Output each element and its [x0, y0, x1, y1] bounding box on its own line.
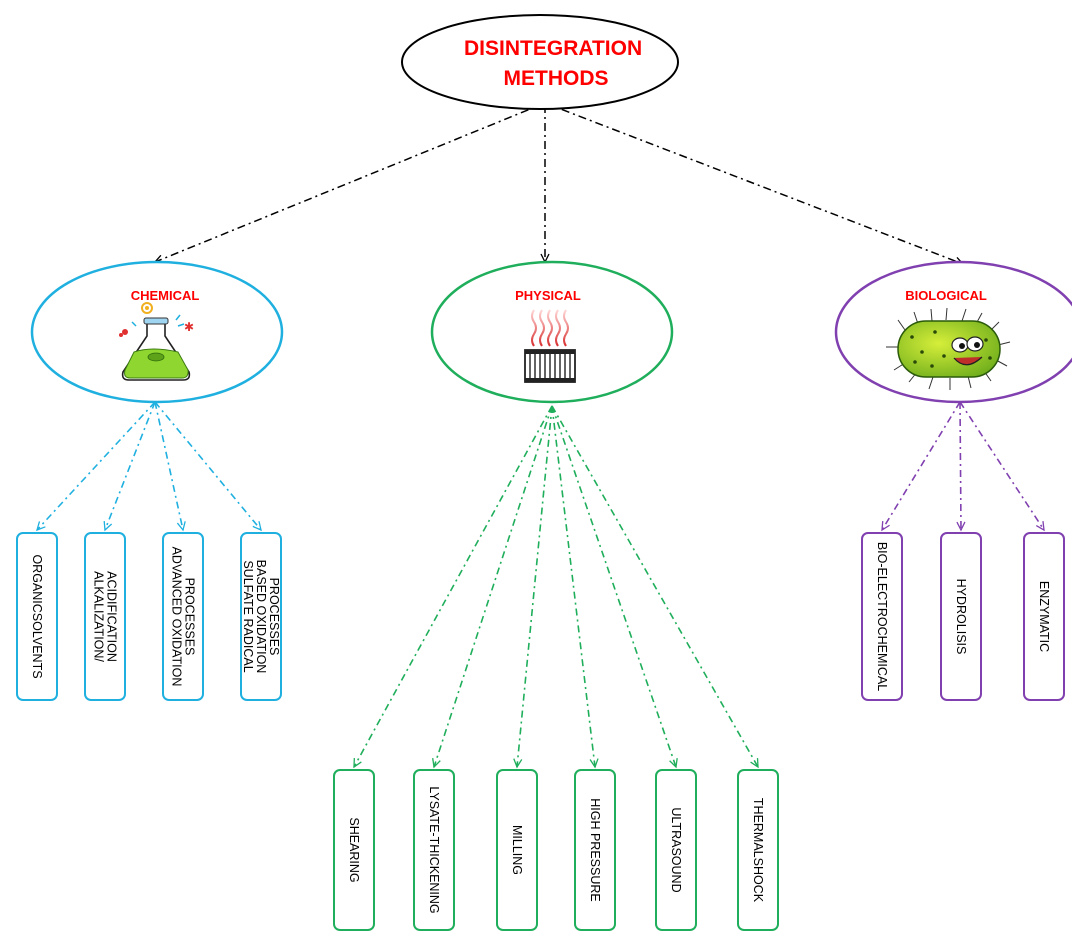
root-title: DISINTEGRATION METHODS: [464, 37, 648, 90]
physical-method-box: THERMALSHOCK: [737, 769, 779, 931]
biological-method-frame: [861, 532, 903, 701]
connector-root-chemical: [153, 102, 546, 264]
physical-method-frame: [574, 769, 616, 931]
connector-physical-leaf-3: [513, 405, 553, 769]
physical-method-frame: [333, 769, 375, 931]
chemical-method-label-line: ACIDIFICATION: [105, 571, 119, 662]
biological-method-label: ENZYMATIC: [1037, 581, 1051, 652]
flask-icon: ✱: [119, 302, 194, 381]
heater-icon: [524, 309, 576, 383]
biological-method-box: HYDROLISIS: [940, 532, 982, 701]
connector-biological-leaf-1: [881, 401, 961, 532]
physical-method-label-line: HIGH PRESSURE: [588, 798, 602, 902]
connector-physical-leaf-1: [353, 405, 553, 769]
chemical-method-frame: [162, 532, 204, 701]
physical-method-frame: [737, 769, 779, 931]
root-node: DISINTEGRATION METHODS: [401, 14, 679, 110]
physical-method-label-line: SHEARING: [347, 817, 361, 882]
physical-method-box: LYSATE-THICKENING: [413, 769, 455, 931]
physical-method-label: MILLING: [510, 825, 524, 875]
physical-method-label-line: THERMALSHOCK: [751, 798, 765, 903]
physical-method-box: HIGH PRESSURE: [574, 769, 616, 931]
physical-method-label-line: LYSATE-THICKENING: [427, 786, 441, 913]
chemical-method-label-line: ORGANICSOLVENTS: [30, 554, 44, 678]
chemical-method-box: SULFATE RADICALBASED OXIDATIONPROCESSES: [240, 532, 282, 701]
category-chemical: CHEMICAL ✱: [30, 260, 284, 404]
connector-chemical-leaf-2: [103, 401, 156, 532]
leaf-connectors: [36, 401, 1045, 769]
physical-method-frame: [496, 769, 538, 931]
connector-physical-leaf-6: [551, 405, 759, 769]
chemical-method-box: ALKALIZATION/ACIDIFICATION: [84, 532, 126, 701]
chemical-method-label: ALKALIZATION/ACIDIFICATION: [92, 571, 119, 662]
connector-chemical-leaf-1: [36, 401, 156, 532]
biological-method-label-line: ENZYMATIC: [1037, 581, 1051, 652]
connector-biological-leaf-3: [959, 401, 1045, 532]
biological-method-label-line: HYDROLISIS: [954, 579, 968, 655]
chemical-method-label: ADVANCED OXIDATIONPROCESSES: [170, 547, 197, 687]
physical-label: PHYSICAL: [515, 288, 581, 303]
physical-method-label: THERMALSHOCK: [751, 798, 765, 903]
chemical-method-label-line: PROCESSES: [183, 578, 197, 656]
connector-physical-leaf-5: [551, 405, 678, 769]
physical-method-box: SHEARING: [333, 769, 375, 931]
physical-method-label: LYSATE-THICKENING: [427, 786, 441, 913]
leaf-boxes: ORGANICSOLVENTS ALKALIZATION/ACIDIFICATIO…: [16, 532, 1065, 931]
root-title-line-2: METHODS: [504, 67, 609, 90]
biological-method-frame: [1023, 532, 1065, 701]
root-ellipse: [401, 14, 679, 110]
chemical-method-box: ADVANCED OXIDATIONPROCESSES: [162, 532, 204, 701]
biological-method-label: BIO-ELECTROCHEMICAL: [875, 542, 889, 691]
chemical-method-label-line: ADVANCED OXIDATION: [170, 547, 184, 687]
physical-method-label: HIGH PRESSURE: [588, 798, 602, 902]
connector-physical-leaf-4: [551, 405, 599, 769]
connector-chemical-leaf-3: [154, 401, 186, 532]
bacterium-icon: [886, 307, 1011, 390]
physical-method-label: SHEARING: [347, 817, 361, 882]
chemical-method-label-line: SULFATE RADICAL: [241, 560, 255, 672]
chemical-method-frame: [16, 532, 58, 701]
svg-text:✱: ✱: [184, 320, 194, 334]
connector-physical-leaf-2: [432, 405, 553, 769]
biological-method-label-line: BIO-ELECTROCHEMICAL: [875, 542, 889, 691]
category-physical: PHYSICAL: [430, 260, 674, 404]
chemical-method-box: ORGANICSOLVENTS: [16, 532, 58, 701]
chemical-method-label-line: PROCESSES: [267, 578, 281, 656]
biological-method-box: BIO-ELECTROCHEMICAL: [861, 532, 903, 701]
root-connectors: [153, 102, 965, 266]
chemical-method-label-line: ALKALIZATION/: [92, 571, 106, 662]
physical-method-box: ULTRASOUND: [655, 769, 697, 931]
physical-method-label-line: ULTRASOUND: [669, 807, 683, 892]
chemical-method-frame: [240, 532, 282, 701]
physical-method-label: ULTRASOUND: [669, 807, 683, 892]
physical-method-frame: [413, 769, 455, 931]
chemical-label: CHEMICAL: [131, 288, 200, 303]
physical-method-frame: [655, 769, 697, 931]
physical-method-label-line: MILLING: [510, 825, 524, 875]
connector-chemical-leaf-4: [154, 401, 262, 532]
connector-root-biological: [544, 102, 965, 266]
chemical-method-label: SULFATE RADICALBASED OXIDATIONPROCESSES: [241, 560, 281, 674]
biological-method-frame: [940, 532, 982, 701]
category-biological: BIOLOGICAL: [834, 260, 1072, 404]
chemical-method-label-line: BASED OXIDATION: [254, 560, 268, 674]
root-title-line-1: DISINTEGRATION: [464, 37, 642, 60]
biological-label: BIOLOGICAL: [905, 288, 987, 303]
physical-method-box: MILLING: [496, 769, 538, 931]
biological-method-box: ENZYMATIC: [1023, 532, 1065, 701]
chemical-method-frame: [84, 532, 126, 701]
chemical-method-label: ORGANICSOLVENTS: [30, 554, 44, 678]
connector-biological-leaf-2: [956, 401, 966, 532]
biological-method-label: HYDROLISIS: [954, 579, 968, 655]
